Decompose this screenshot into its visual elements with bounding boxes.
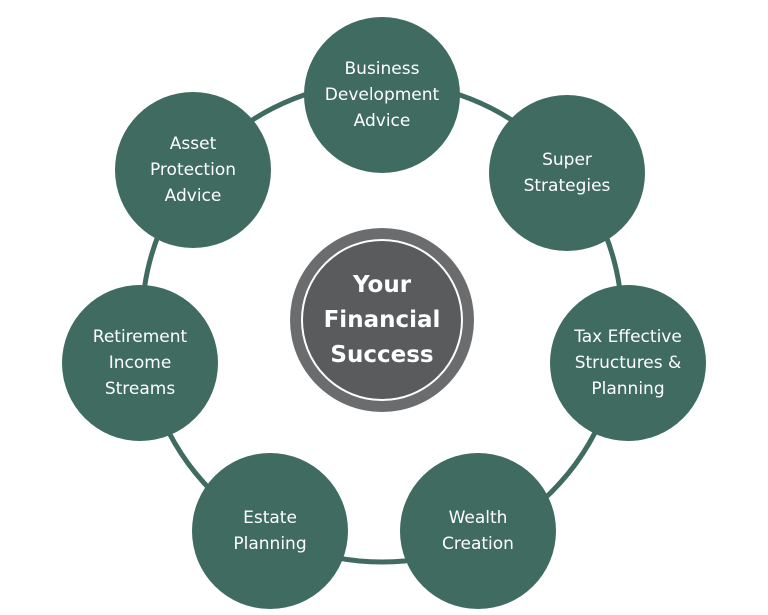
label-line: Advice xyxy=(354,111,411,131)
label-line: Planning xyxy=(591,379,664,399)
label-line: Streams xyxy=(105,379,176,399)
label-line: Strategies xyxy=(524,176,611,196)
node-circle xyxy=(304,17,460,173)
label-line: Business xyxy=(345,59,420,79)
node-circle xyxy=(192,453,348,609)
node-circle xyxy=(115,92,271,248)
node-circle xyxy=(550,285,706,441)
label-line: Success xyxy=(330,342,433,368)
label-line: Financial xyxy=(324,307,441,333)
label-line: Tax Effective xyxy=(573,327,682,347)
label-line: Estate xyxy=(243,508,297,528)
label-line: Asset xyxy=(170,134,217,154)
label-line: Advice xyxy=(165,186,222,206)
label-line: Income xyxy=(109,353,172,373)
label-line: Super xyxy=(542,150,592,170)
label-line: Retirement xyxy=(93,327,188,347)
node-circle xyxy=(489,95,645,251)
node-circle xyxy=(62,285,218,441)
label-line: Structures & xyxy=(575,353,682,373)
node-circle xyxy=(400,453,556,609)
label-line: Protection xyxy=(150,160,236,180)
label-line: Planning xyxy=(233,534,306,554)
center-hub-inner-circle xyxy=(301,239,463,401)
label-line: Creation xyxy=(442,534,514,554)
label-line: Development xyxy=(325,85,440,105)
label-line: Your xyxy=(352,272,412,298)
label-line: Wealth xyxy=(449,508,508,528)
